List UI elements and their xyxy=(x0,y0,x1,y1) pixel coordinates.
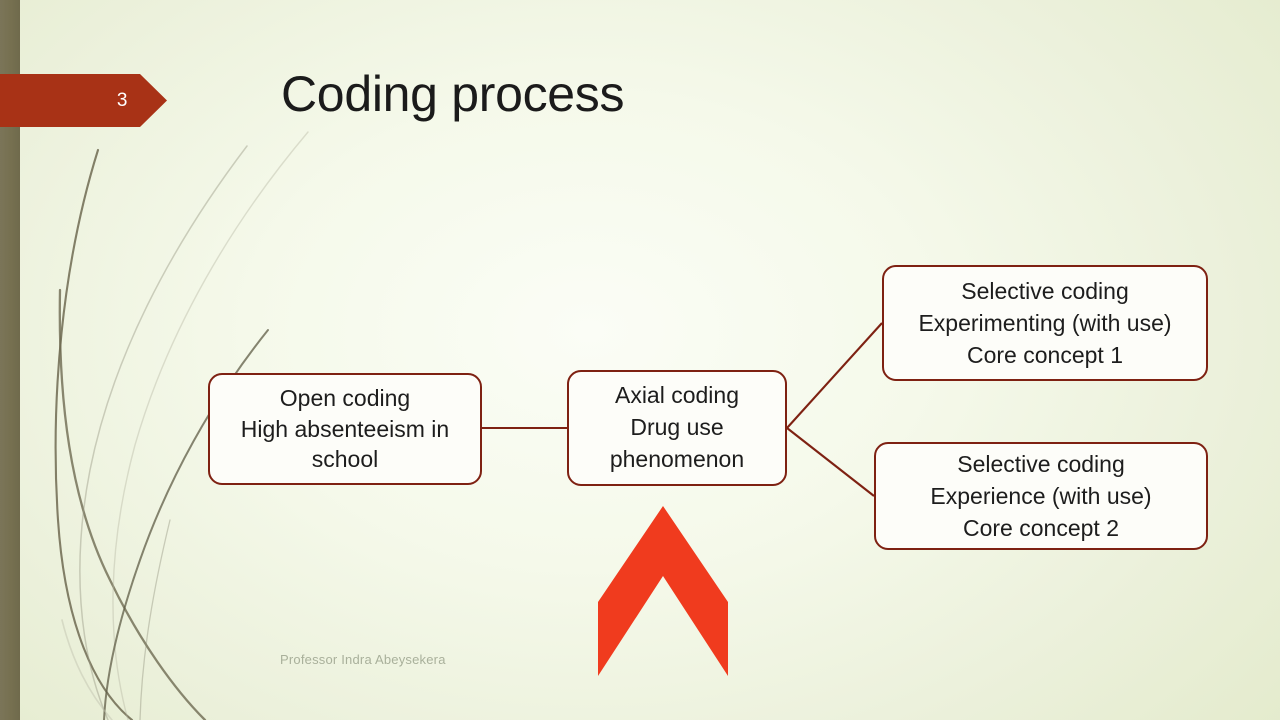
slide-number: 3 xyxy=(116,89,128,111)
connector-axial-to-selective-2 xyxy=(786,427,875,497)
connector-axial-to-selective-1 xyxy=(786,322,883,429)
node-selective-coding-1-line-2: Experimenting (with use) xyxy=(918,309,1172,336)
node-selective-coding-1-line-3: Core concept 1 xyxy=(967,342,1123,369)
node-open-coding-line-1: Open coding xyxy=(279,385,411,412)
node-selective-coding-2-line-3: Core concept 2 xyxy=(963,515,1119,542)
up-chevron-icon xyxy=(598,506,728,676)
node-selective-coding-2[interactable]: Selective coding Experience (with use) C… xyxy=(874,442,1208,550)
node-open-coding[interactable]: Open coding High absenteeism in school xyxy=(208,373,482,485)
node-selective-coding-2-line-2: Experience (with use) xyxy=(930,482,1152,509)
slide-number-banner xyxy=(0,74,168,127)
node-axial-coding-line-3: phenomenon xyxy=(609,445,745,472)
page-title: Coding process xyxy=(281,66,625,122)
node-open-coding-line-2: High absenteeism in school xyxy=(240,415,450,473)
slide-footer: Professor Indra Abeysekera xyxy=(280,652,446,667)
node-axial-coding[interactable]: Axial coding Drug use phenomenon xyxy=(567,370,787,486)
node-axial-coding-line-2: Drug use xyxy=(630,414,724,441)
node-selective-coding-1[interactable]: Selective coding Experimenting (with use… xyxy=(882,265,1208,381)
left-accent-bar xyxy=(0,0,20,720)
node-axial-coding-line-1: Axial coding xyxy=(614,382,740,409)
node-selective-coding-2-line-1: Selective coding xyxy=(957,450,1125,477)
node-selective-coding-1-line-1: Selective coding xyxy=(961,277,1129,304)
